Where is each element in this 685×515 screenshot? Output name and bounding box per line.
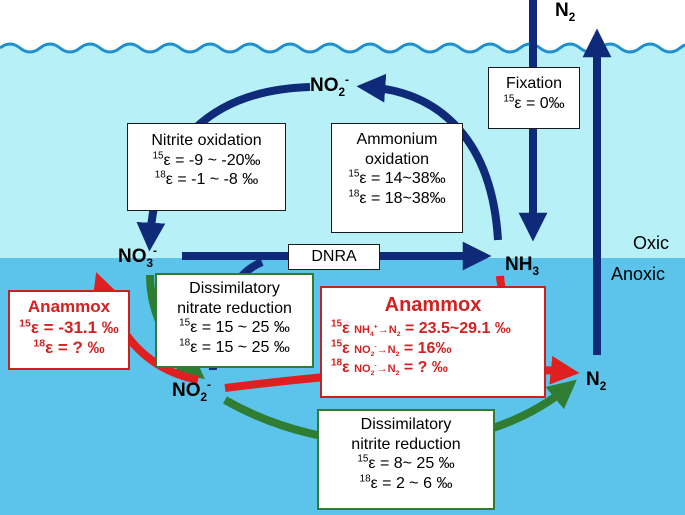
dissimilatory-nitrate-reduction-box: Dissimilatory nitrate reduction 15ε = 15… bbox=[155, 273, 314, 368]
ammonium-oxidation-title-line1: Ammonium bbox=[356, 131, 438, 148]
dissim-nitrate-title-line1: Dissimilatory bbox=[189, 280, 280, 297]
nitrite-oxidation-box: Nitrite oxidation 15ε = -9 ~ -20‰ 18ε = … bbox=[127, 123, 286, 211]
dissim-nitrite-eps18: 18ε = 2 ~ 6 ‰ bbox=[359, 473, 453, 492]
sea-surface-wave bbox=[0, 42, 685, 54]
anammox-left-box: Anammox 15ε = -31.1 ‰ 18ε = ? ‰ bbox=[8, 290, 130, 370]
fixation-box: Fixation 15ε = 0‰ bbox=[488, 67, 580, 129]
ammonium-oxidation-box: Ammonium oxidation 15ε = 14~38‰ 18ε = 18… bbox=[331, 123, 463, 233]
nitrite-anoxic-label: NO2- bbox=[172, 378, 211, 404]
nitrite-oxidation-eps15: 15ε = -9 ~ -20‰ bbox=[152, 150, 261, 169]
dnra-box: DNRA bbox=[288, 244, 380, 270]
dnra-label: DNRA bbox=[311, 248, 357, 265]
dissimilatory-nitrite-reduction-box: Dissimilatory nitrite reduction 15ε = 8~… bbox=[317, 409, 495, 510]
fixation-eps15: 15ε = 0‰ bbox=[503, 93, 565, 112]
nitrite-oxidation-title: Nitrite oxidation bbox=[151, 132, 262, 149]
anammox-right-title: Anammox bbox=[384, 294, 482, 316]
ammonium-oxidation-title-line2: oxidation bbox=[364, 150, 430, 168]
anammox-right-nh4-row: 15ε NH4+→N2 = 23.5~29.1 ‰ bbox=[331, 319, 511, 339]
ammonium-oxidation-eps15: 15ε = 14~38‰ bbox=[348, 168, 446, 188]
anammox-left-eps15: 15ε = -31.1 ‰ bbox=[19, 317, 119, 337]
ammonium-oxidation-eps18: 18ε = 18~38‰ bbox=[348, 188, 446, 207]
n2-product-label: N2 bbox=[586, 369, 607, 393]
anammox-right-no2-n15-row: 15ε NO2-→N2 = 16‰ bbox=[331, 338, 452, 359]
nitrite-oxidation-eps18: 18ε = -1 ~ -8 ‰ bbox=[154, 169, 259, 189]
dissim-nitrate-title-line2: nitrate reduction bbox=[177, 299, 292, 317]
dissim-nitrate-eps15: 15ε = 15 ~ 25 ‰ bbox=[179, 317, 290, 337]
dissim-nitrate-eps18: 18ε = 15 ~ 25 ‰ bbox=[179, 337, 290, 356]
anammox-right-box: Anammox 15ε NH4+→N2 = 23.5~29.1 ‰ 15ε NO… bbox=[320, 286, 546, 398]
oxic-label: Oxic bbox=[633, 233, 669, 253]
dissim-nitrite-title-line1: Dissimilatory bbox=[360, 416, 452, 433]
nitrite-oxic-label: NO2- bbox=[310, 73, 349, 99]
dissim-nitrite-title-line2: nitrite reduction bbox=[351, 435, 461, 453]
dissim-nitrite-eps15: 15ε = 8~ 25 ‰ bbox=[357, 453, 455, 473]
fixation-title: Fixation bbox=[505, 75, 563, 92]
n2-atmosphere-label: N2 bbox=[555, 0, 576, 24]
anoxic-label: Anoxic bbox=[611, 264, 666, 284]
ammonia-label: NH3 bbox=[505, 254, 539, 278]
anammox-right-no2-o18-row: 18ε NO2-→N2 = ? ‰ bbox=[331, 358, 448, 378]
anammox-left-title: Anammox bbox=[27, 297, 111, 316]
nitrate-label: NO3- bbox=[118, 244, 157, 270]
anammox-left-eps18: 18ε = ? ‰ bbox=[33, 337, 105, 358]
